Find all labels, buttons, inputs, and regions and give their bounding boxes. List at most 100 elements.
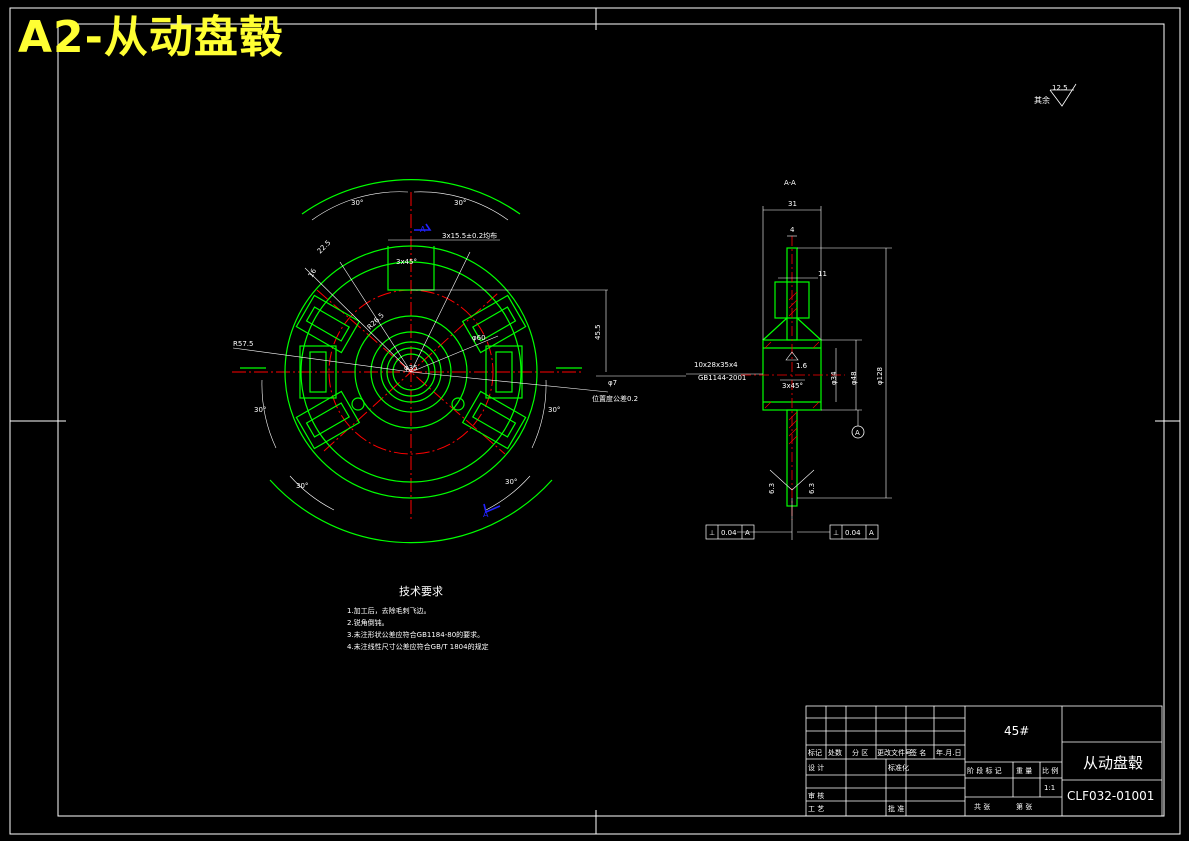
title-block-grid [805,705,1163,817]
datum-label: A [855,429,860,437]
sheet-title: A2-从动盘毂 [18,12,284,63]
section-center-line [741,236,845,520]
roughness-triangle [785,351,799,361]
drawing-number: CLF032-01001 [1067,789,1155,803]
outer-rim [284,245,538,499]
angle-right: 30° [548,406,560,414]
tb-designer: 设 计 [808,764,825,772]
d-bolt-label: φ60 [472,334,486,342]
spring-window-left [299,345,337,399]
section-marker-top: A [420,225,426,234]
section-hatch [764,291,820,445]
width-22-label: 22.5 [316,239,333,256]
tb-change-doc: 更改文件号 [877,749,912,757]
spline-outer [380,341,442,403]
section-title: A-A [784,179,796,187]
flange-dim-right: 6.3 [808,483,816,494]
surface-roughness-symbol: 12.5 其余 [1034,83,1077,107]
dim-d128: φ128 [876,367,884,385]
requirement-item: 4.未注线性尺寸公差应符合GB/T 1804的规定 [347,643,489,651]
requirement-item: 2.锐角倒钝。 [347,619,389,627]
front-view-labels: 30° 30° 30° 30° 30° 30° 3x15.5±0.2均布 3x4… [233,199,638,490]
tolerance-frame-left [705,524,755,540]
tol-left-value: 0.04 [721,529,737,537]
front-view: A A [232,179,609,544]
tb-process: 工 艺 [808,805,825,813]
tol-right-datum: A [869,529,874,537]
material-label: 45# [1004,724,1030,738]
spring-window-bottom-right [461,390,527,450]
tol-left-symbol: ⊥ [709,529,715,537]
section-view [596,206,892,540]
dim-width-4: 4 [790,226,795,234]
part-name: 从动盘毂 [1083,754,1144,772]
requirement-item: 1.加工后，去除毛刺飞边。 [347,607,431,615]
spring-window-top-left [295,294,361,354]
roughness-small: 1.6 [796,362,808,370]
hole-phi7-label: φ7 [608,379,617,387]
section-dimension-lines [596,206,892,540]
width-16-label: 16 [307,267,319,279]
window-circle [300,261,522,483]
roughness-value: 12.5 [1052,84,1068,92]
section-view-labels: A-A 31 4 11 10x28x35x4 GB1144-2001 3x45°… [694,179,884,537]
tb-reviewer: 审 核 [808,792,825,800]
flange-dim-left: 6.3 [768,483,776,494]
spline-note-2: GB1144-2001 [698,374,746,382]
section-markers [414,223,501,514]
spring-window-top-right [461,294,527,354]
spring-window-right [485,345,523,399]
angle-bottom-right: 30° [505,478,517,486]
scale-value: 1:1 [1044,784,1056,792]
boss-outer [354,315,468,429]
technical-requirements-heading: 技术要求 [399,585,443,598]
tolerance-frame-right [829,524,879,540]
tb-standardization: 标准化 [888,764,909,772]
tb-ratio: 比 例 [1042,767,1059,775]
requirement-item: 3.未注形状公差应符合GB1184-80的要求。 [347,631,485,639]
technical-requirements-list: 1.加工后，去除毛刺飞边。 2.锐角倒钝。 3.未注形状公差应符合GB1184-… [347,605,489,653]
center-lines [232,192,582,520]
rivet-hole-left [351,397,365,411]
tb-date: 年.月.日 [936,749,962,757]
dim-width-11: 11 [818,270,827,278]
dim-d48: φ48 [850,371,858,385]
hole-position-note: 位置度公差0.2 [592,394,638,403]
tb-zone: 分 区 [852,749,869,757]
dim-width-31: 31 [788,200,797,208]
r-outer-label: R57.5 [233,340,253,348]
rivet-hole-right [451,397,465,411]
sheet-frame [9,7,1181,835]
angle-top-right: 30° [454,199,466,207]
section-chamfer: 3x45° [782,382,803,390]
chamfer-label: 3x45° [396,258,417,266]
keyway-note: 3x15.5±0.2均布 [442,231,497,240]
tb-stage-mark: 阶 段 标 记 [967,767,1002,775]
spring-window-bottom-left [295,390,361,450]
boss-inner [370,331,452,413]
tb-count: 处数 [828,749,842,757]
d-spline-label: φ35 [404,364,418,372]
angle-left: 30° [254,406,266,414]
tb-mark: 标记 [808,749,822,757]
tb-approve: 批 准 [888,805,905,813]
tb-sheets-total: 共 张 [974,803,991,811]
spline-note-1: 10x28x35x4 [694,361,738,369]
dim-d34: φ34 [830,371,838,385]
tol-left-datum: A [745,529,750,537]
spline-root [386,347,436,397]
hub-geometry [240,179,582,544]
section-marker-bottom: A [483,510,489,519]
tol-right-value: 0.04 [845,529,861,537]
spline-bore [392,353,430,391]
roughness-label: 其余 [1034,95,1050,105]
tb-sheet-no: 第 张 [1016,803,1033,811]
tol-right-symbol: ⊥ [833,529,839,537]
angle-top-left: 30° [351,199,363,207]
height-45-label: 45.5 [594,324,602,340]
angle-bottom-left: 30° [296,482,308,490]
tb-signature: 签 名 [910,749,927,757]
front-dimension-lines [232,191,609,511]
tb-weight: 重 量 [1016,767,1033,775]
